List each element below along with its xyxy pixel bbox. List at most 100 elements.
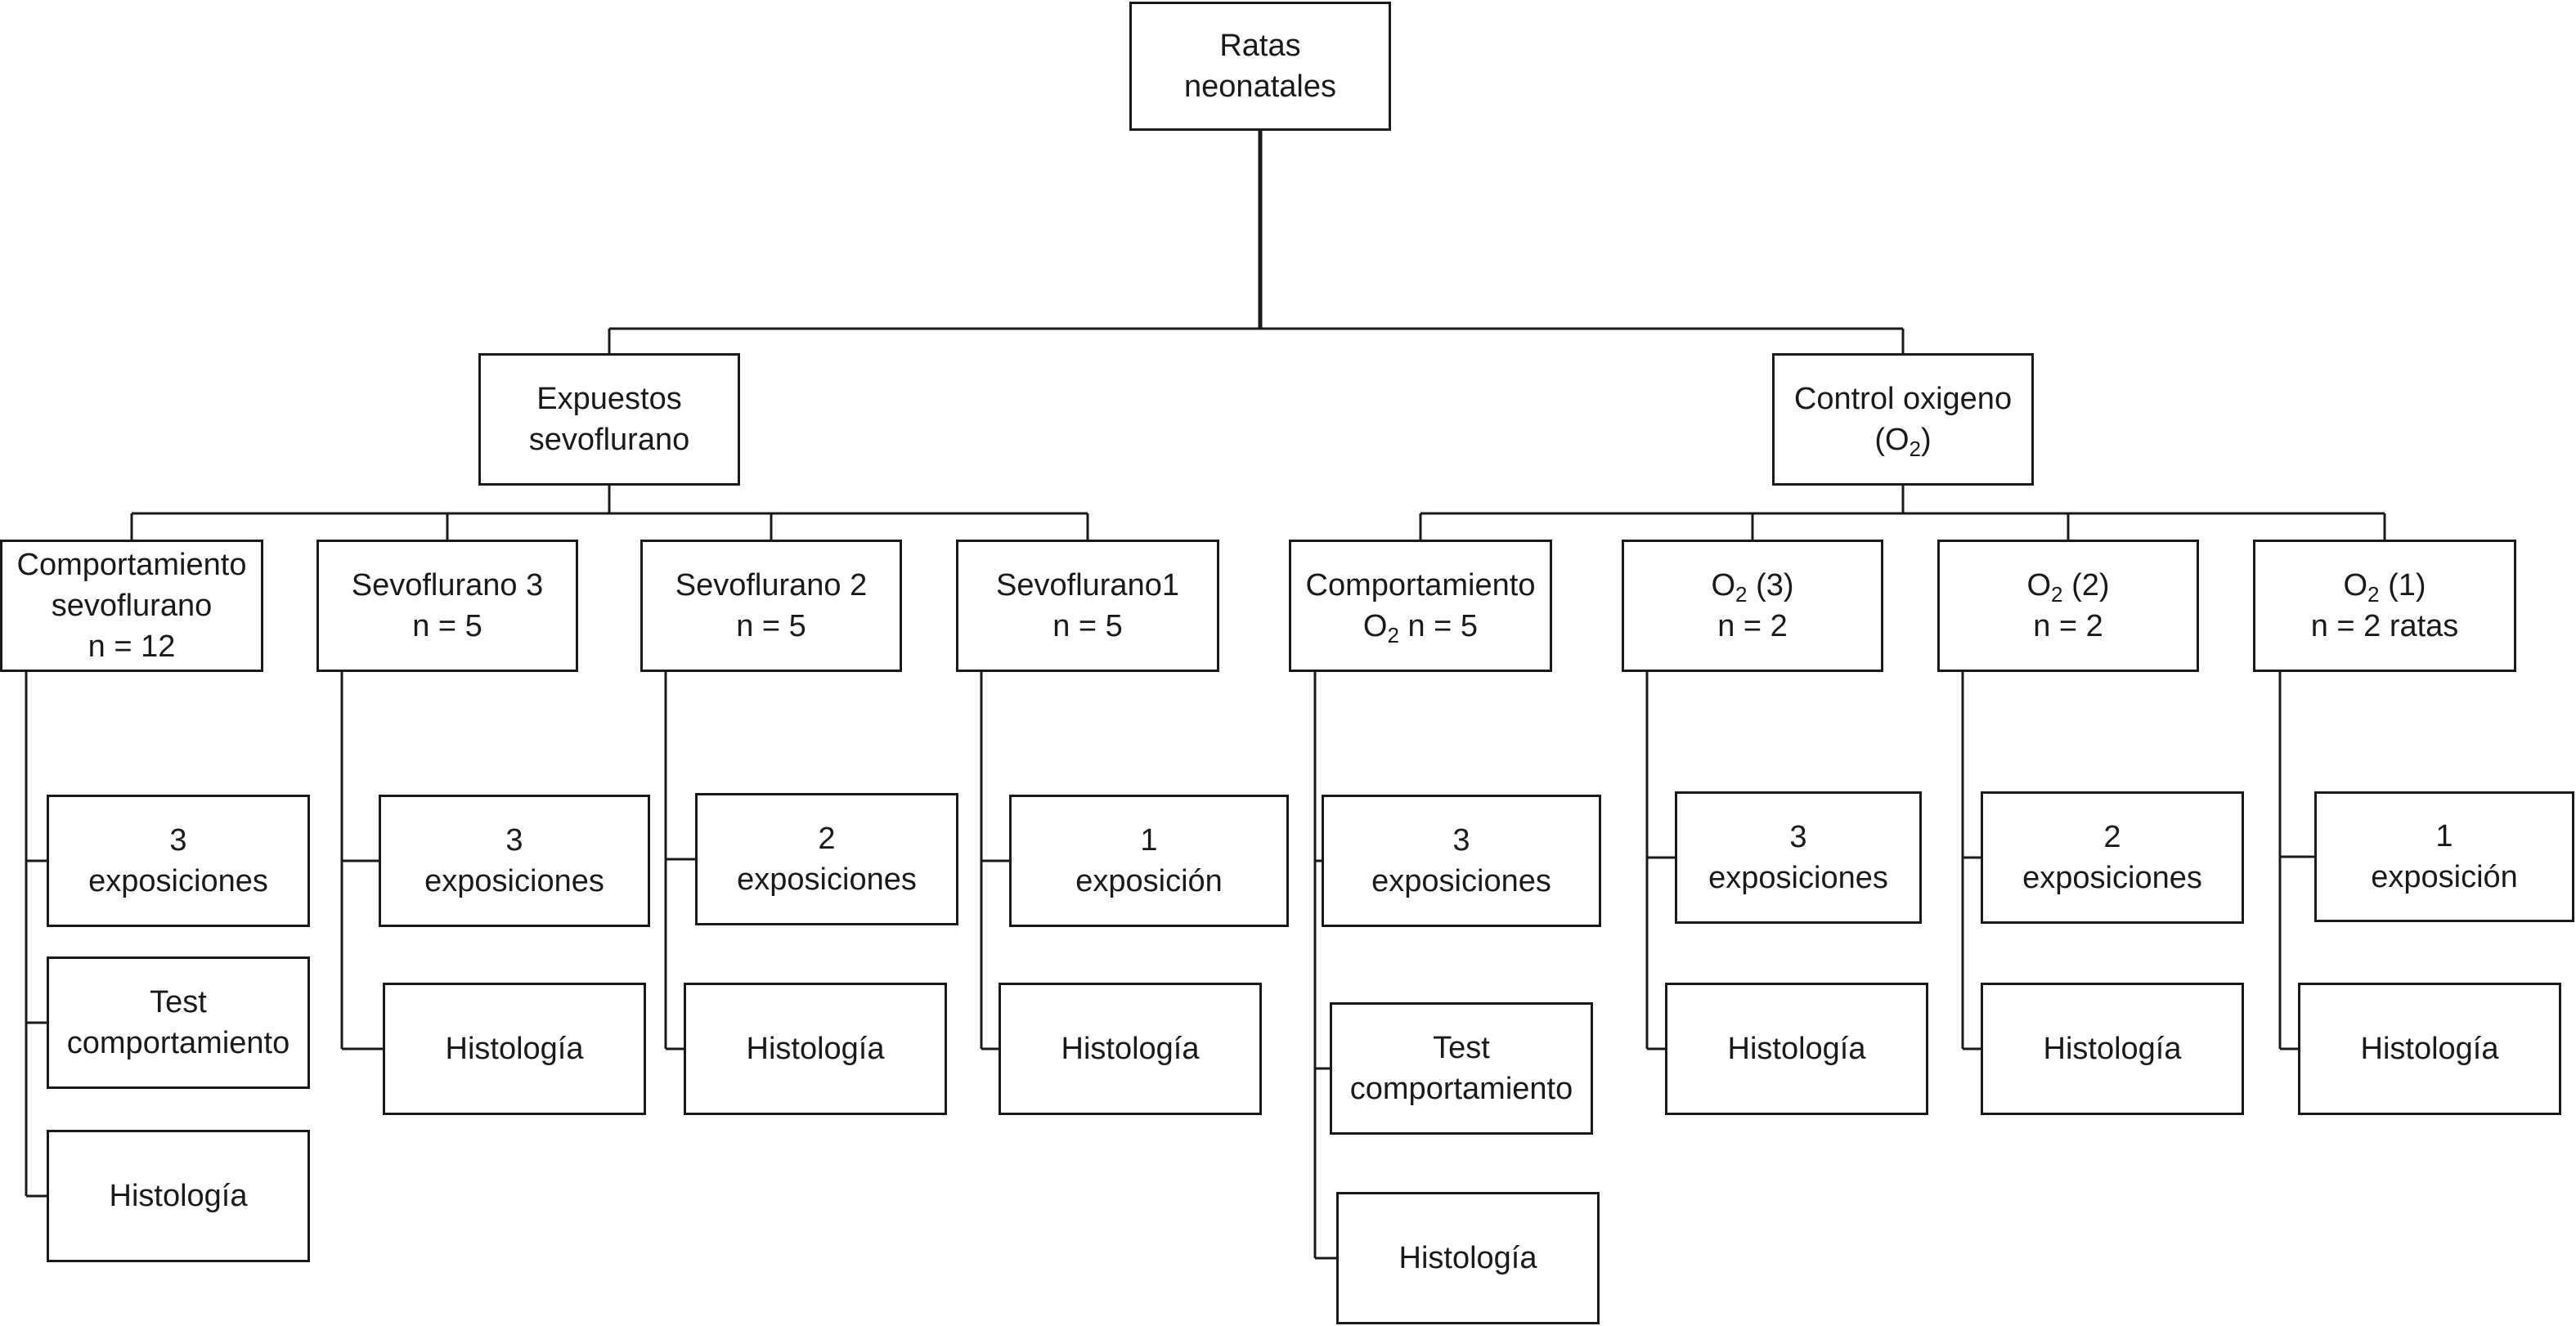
node-text: Histología (2044, 1028, 2182, 1069)
node-text: O2 (1)n = 2 ratas (2311, 565, 2459, 647)
node-text-line: n = 5 (736, 609, 806, 643)
node-text-line: n = 2 ratas (2310, 609, 2459, 643)
node-text: Histología (1061, 1028, 1200, 1069)
group-node-o2-1: O2 (1)n = 2 ratas (2253, 540, 2516, 672)
branch-node-oxygen-control: Control oxigeno (O2) (1772, 353, 2034, 486)
node-text-line: 3 (1789, 820, 1807, 854)
node-text: Histología (2361, 1028, 2499, 1069)
node-text: Test comportamiento (67, 982, 289, 1064)
node-text: O2 (3)n = 2 (1711, 565, 1793, 647)
node-text: 2 exposiciones (2022, 817, 2202, 898)
node-text-line: 1 (1140, 823, 1158, 858)
node-text-line: Test (150, 985, 207, 1019)
node-text-line: n = 12 (88, 629, 176, 664)
step-node-exposures: 3 exposiciones (1322, 795, 1601, 927)
node-text-line: n = 5 (1052, 609, 1123, 643)
node-text: Histología (1399, 1238, 1537, 1279)
step-node-histology: Histología (1981, 983, 2244, 1115)
node-text-line: 3 (505, 823, 523, 858)
node-text-line: Comportamiento (1305, 568, 1536, 603)
step-node-exposures: 2 exposiciones (1981, 791, 2244, 924)
group-node-o2-3: O2 (3)n = 2 (1622, 540, 1883, 672)
node-text: O2 (2)n = 2 (2026, 565, 2109, 647)
node-text-line: 3 (1452, 823, 1470, 858)
node-text-line: Histología (746, 1032, 885, 1066)
node-text-line: 3 (169, 823, 187, 858)
node-text: 3 exposiciones (1371, 820, 1551, 902)
node-text: 1 exposición (2371, 816, 2518, 898)
node-text: Sevoflurano1 n = 5 (996, 565, 1179, 647)
node-text-line: exposición (2371, 860, 2518, 894)
node-text-line: exposiciones (1708, 861, 1888, 895)
node-text-line: exposiciones (1371, 864, 1551, 898)
node-text: Comportamiento sevoflurano n = 12 (17, 544, 247, 667)
node-text-line: Histología (1398, 1241, 1537, 1275)
step-node-exposures: 3 exposiciones (1675, 791, 1922, 924)
step-node-exposure: 1 exposición (1009, 795, 1289, 927)
group-node-comportamiento-sevoflurano: Comportamiento sevoflurano n = 12 (0, 540, 263, 672)
node-text-line: exposiciones (424, 864, 604, 898)
node-text-line: exposiciones (2022, 861, 2202, 895)
node-text-line: Histología (109, 1179, 248, 1213)
node-text-line: comportamiento (66, 1026, 290, 1060)
group-node-sevoflurano-1: Sevoflurano1 n = 5 (956, 540, 1219, 672)
node-text-line: O2 (2) (2026, 568, 2110, 607)
node-text-line: Comportamiento (16, 548, 247, 582)
node-text-line: 2 (2103, 820, 2121, 854)
branch-node-sevoflurano: Expuestos sevoflurano (478, 353, 740, 486)
node-text-line: Sevoflurano 2 (675, 568, 868, 603)
node-text-line: sevoflurano (51, 589, 213, 623)
node-text-line: Histología (1061, 1032, 1200, 1066)
node-text: Comportamiento O2 n = 5 (1306, 565, 1536, 647)
node-text-line: Histología (445, 1032, 584, 1066)
node-text-line: comportamiento (1349, 1072, 1573, 1106)
node-text-line: Sevoflurano 3 (351, 568, 544, 603)
group-node-sevoflurano-3: Sevoflurano 3 n = 5 (316, 540, 578, 672)
node-text-line: Test (1433, 1031, 1490, 1065)
node-text: Histología (747, 1028, 885, 1069)
root-node: Ratas neonatales (1129, 2, 1391, 131)
group-node-o2-2: O2 (2)n = 2 (1937, 540, 2199, 672)
node-text-line: Sevoflurano1 (996, 568, 1179, 603)
step-node-behavior-test: Test comportamiento (47, 956, 310, 1089)
node-text-line: exposiciones (737, 862, 917, 897)
node-text-line: Histología (1727, 1032, 1866, 1066)
node-text: 2 exposiciones (737, 818, 917, 900)
node-text: 1 exposición (1075, 820, 1223, 902)
node-text-line: O2 (1) (2343, 568, 2426, 607)
step-node-histology: Histología (1336, 1192, 1600, 1324)
step-node-exposures: 3 exposiciones (47, 795, 310, 927)
node-text: Test comportamiento (1350, 1028, 1573, 1109)
node-text-line: Histología (2043, 1032, 2182, 1066)
group-node-comportamiento-o2: Comportamiento O2 n = 5 (1289, 540, 1552, 672)
step-node-histology: Histología (383, 983, 646, 1115)
step-node-histology: Histología (684, 983, 947, 1115)
node-text-line: O2 n = 5 (1362, 609, 1479, 647)
node-text-line: exposiciones (88, 864, 268, 898)
node-text: 3 exposiciones (424, 820, 604, 902)
node-text: 3 exposiciones (1708, 817, 1888, 898)
node-text: Sevoflurano 3 n = 5 (352, 565, 544, 647)
step-node-exposure: 1 exposición (2314, 791, 2574, 922)
node-text-line: 2 (818, 822, 836, 856)
node-text-line: O2 (3) (1711, 568, 1794, 607)
node-text: Histología (446, 1028, 584, 1069)
node-text: Histología (1728, 1028, 1866, 1069)
node-text: 3 exposiciones (88, 820, 268, 902)
step-node-histology: Histología (2298, 983, 2561, 1115)
step-node-histology: Histología (47, 1130, 310, 1262)
step-node-histology: Histología (1665, 983, 1928, 1115)
step-node-behavior-test: Test comportamiento (1330, 1002, 1593, 1135)
node-text-line: 1 (2435, 819, 2453, 853)
group-node-sevoflurano-2: Sevoflurano 2 n = 5 (640, 540, 902, 672)
step-node-exposures: 2 exposiciones (695, 793, 958, 925)
node-text-line: n = 2 (1717, 609, 1788, 643)
node-text-line: n = 2 (2033, 609, 2103, 643)
node-text-line: Histología (2360, 1032, 2499, 1066)
node-text-line: n = 5 (412, 609, 482, 643)
step-node-histology: Histología (999, 983, 1262, 1115)
step-node-exposures: 3 exposiciones (379, 795, 650, 927)
node-text-line: exposición (1075, 864, 1223, 898)
